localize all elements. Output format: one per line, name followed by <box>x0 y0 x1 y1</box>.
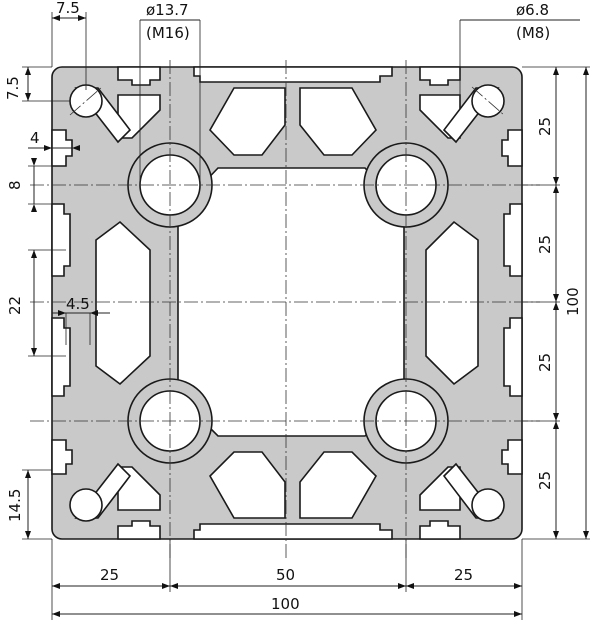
dimension-arrows <box>25 15 589 617</box>
dim-bottom-left-pitch: 25 <box>100 566 119 584</box>
corner-hole-bottom-right <box>442 462 505 522</box>
slot-bottom-mid <box>193 523 393 540</box>
dim-corner-diameter: ø6.8 <box>516 1 549 19</box>
dim-slot-wall: 4 <box>30 129 40 147</box>
dim-slot-width: 22 <box>6 296 24 315</box>
dim-pitch-1: 25 <box>536 117 554 136</box>
slot-right-3 <box>503 317 523 397</box>
slot-top-mid <box>193 66 393 83</box>
dim-slot-depth: 8 <box>6 180 24 190</box>
corner-hole-top-right <box>442 84 505 144</box>
corner-hole-top-left <box>69 84 132 144</box>
dim-slot-opening: 4.5 <box>66 295 90 313</box>
dimensions: 7.5 ø13.7 (M16) ø6.8 (M8) 7.5 4 8 22 <box>4 0 590 620</box>
dim-overall-width: 100 <box>271 595 300 613</box>
profile-section <box>51 66 523 540</box>
slot-right-1 <box>501 129 523 167</box>
dim-pitch-2: 25 <box>536 235 554 254</box>
pocket-bottom-center-left <box>209 451 286 519</box>
slot-right-4 <box>501 439 523 475</box>
dim-left-top-offset: 7.5 <box>4 76 22 100</box>
pocket-right-center <box>425 220 479 386</box>
pocket-top-center-right <box>299 87 377 156</box>
slot-left-2 <box>51 203 71 277</box>
dim-pitch-4: 25 <box>536 471 554 490</box>
dim-bottom-mid-pitch: 50 <box>276 566 295 584</box>
dim-corner-thread: (M8) <box>516 24 550 42</box>
centerlines <box>30 60 540 560</box>
slot-left-4 <box>51 439 73 475</box>
corner-hole-bottom-left <box>69 462 132 522</box>
dim-top-left-width: 7.5 <box>56 0 80 17</box>
slot-bottom-right <box>419 520 461 540</box>
dim-core-thread: (M16) <box>146 24 190 42</box>
pocket-left-center <box>95 220 151 386</box>
dim-pitch-3: 25 <box>536 353 554 372</box>
dim-bottom-corner-offset: 14.5 <box>6 489 24 522</box>
slot-top-left <box>117 66 161 86</box>
dim-core-diameter: ø13.7 <box>146 1 189 19</box>
pocket-bottom-center-right <box>299 451 377 519</box>
slot-right-2 <box>503 203 523 277</box>
dim-overall-height: 100 <box>564 287 582 316</box>
slot-left-3 <box>51 317 71 397</box>
dim-bottom-right-pitch: 25 <box>454 566 473 584</box>
pocket-top-center-left <box>209 87 286 156</box>
slot-bottom-left <box>117 520 161 540</box>
